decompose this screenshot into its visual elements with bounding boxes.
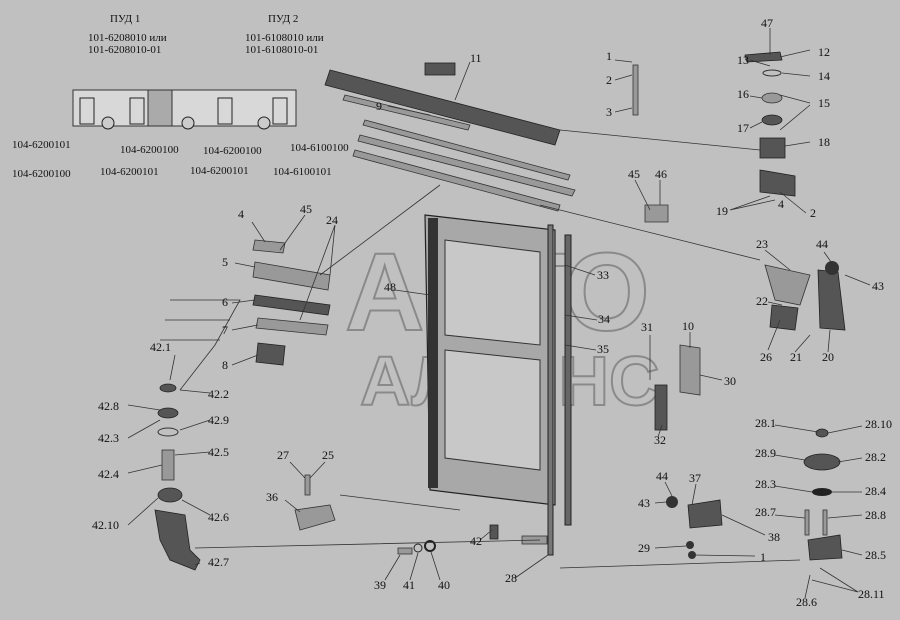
part-label: 28.4 xyxy=(865,484,886,498)
part-label: 6 xyxy=(222,295,228,309)
door-leaf xyxy=(424,214,572,556)
part-label: 1 xyxy=(760,550,766,564)
part-label: 28.7 xyxy=(755,505,776,519)
door-drive-rail xyxy=(324,62,576,212)
leader-lines xyxy=(127,28,871,599)
part-label: 42.10 xyxy=(92,518,119,532)
part-label: 22 xyxy=(756,294,768,308)
part-label: 42.5 xyxy=(208,445,229,459)
part-label: 18 xyxy=(818,135,830,149)
part-label: 24 xyxy=(326,213,338,227)
part-label: 20 xyxy=(822,350,834,364)
part-label: 12 xyxy=(818,45,830,59)
part-label: 7 xyxy=(222,323,228,337)
part-label: 2 xyxy=(810,206,816,220)
part-label: 13 xyxy=(737,53,749,67)
part-label: 40 xyxy=(438,578,450,592)
part-label: 28.9 xyxy=(755,446,776,460)
part-label: 34 xyxy=(598,312,610,326)
part-label: 36 xyxy=(266,490,278,504)
part-label: 41 xyxy=(403,578,415,592)
part-label: 42.7 xyxy=(208,555,229,569)
part-label: 44 xyxy=(816,237,828,251)
part-label: 42.3 xyxy=(98,431,119,445)
door-code: 104-6200101 xyxy=(100,166,159,178)
part-label: 35 xyxy=(597,342,609,356)
part-label: 42.2 xyxy=(208,387,229,401)
part-label: 17 xyxy=(737,121,749,135)
part-label: 43 xyxy=(872,279,884,293)
part-label: 28.1 xyxy=(755,416,776,430)
part-label: 23 xyxy=(756,237,768,251)
part-label: 46 xyxy=(655,167,667,181)
pud1-code-line1: 101-6208010 или xyxy=(88,32,167,44)
part-label: 45 xyxy=(628,167,640,181)
small-parts xyxy=(154,51,846,571)
part-label: 43 xyxy=(638,496,650,510)
part-label: 28.6 xyxy=(796,595,817,609)
part-label: 11 xyxy=(470,51,482,65)
part-label: 42 xyxy=(470,534,482,548)
part-label: 28 xyxy=(505,571,517,585)
part-label: 25 xyxy=(322,448,334,462)
part-label: 42.6 xyxy=(208,510,229,524)
part-label: 10 xyxy=(682,319,694,333)
pud1-title: ПУД 1 xyxy=(110,13,140,25)
part-label: 8 xyxy=(222,358,228,372)
bus-illustration xyxy=(72,89,297,130)
part-label: 3 xyxy=(606,105,612,119)
part-label: 38 xyxy=(768,530,780,544)
part-label: 16 xyxy=(737,87,749,101)
door-code: 104-6200101 xyxy=(190,165,249,177)
part-label: 14 xyxy=(818,69,830,83)
part-label: 28.10 xyxy=(865,417,892,431)
part-label: 28.8 xyxy=(865,508,886,522)
part-label: 39 xyxy=(374,578,386,592)
seal-strips xyxy=(160,239,331,391)
part-label: 21 xyxy=(790,350,802,364)
part-label: 28.3 xyxy=(755,477,776,491)
door-code: 104-6200100 xyxy=(120,144,179,156)
part-label: 37 xyxy=(689,471,701,485)
part-label: 26 xyxy=(760,350,772,364)
door-code: 104-6100100 xyxy=(290,142,349,154)
part-label: 42.4 xyxy=(98,467,119,481)
part-label: 28.5 xyxy=(865,548,886,562)
door-code: 104-6200101 xyxy=(12,139,71,151)
part-label: 42.9 xyxy=(208,413,229,427)
part-label: 4 xyxy=(238,207,244,221)
part-label: 47 xyxy=(761,16,773,30)
door-code: 104-6200100 xyxy=(203,145,262,157)
pud2-title: ПУД 2 xyxy=(268,13,298,25)
part-label: 48 xyxy=(384,280,396,294)
part-label: 30 xyxy=(724,374,736,388)
part-label: 31 xyxy=(641,320,653,334)
part-label: 42.8 xyxy=(98,399,119,413)
part-label: 32 xyxy=(654,433,666,447)
part-label: 19 xyxy=(716,204,728,218)
pud2-code-line1: 101-6108010 или xyxy=(245,32,324,44)
door-code: 104-6200100 xyxy=(12,168,71,180)
part-label: 44 xyxy=(656,469,668,483)
part-label: 28.11 xyxy=(858,587,885,601)
part-labels: 11 1 2 3 9 47 12 13 14 16 15 17 18 45 46… xyxy=(92,16,892,609)
part-label: 5 xyxy=(222,255,228,269)
part-label: 9 xyxy=(376,99,382,113)
part-label: 1 xyxy=(606,49,612,63)
part-label: 33 xyxy=(597,268,609,282)
part-label: 45 xyxy=(300,202,312,216)
part-label: 15 xyxy=(818,96,830,110)
door-code: 104-6100101 xyxy=(273,166,332,178)
part-label: 28.2 xyxy=(865,450,886,464)
pud1-code-line2: 101-6208010-01 xyxy=(88,44,161,56)
part-label: 42.1 xyxy=(150,340,171,354)
part-label: 27 xyxy=(277,448,289,462)
part-label: 2 xyxy=(606,73,612,87)
part-label: 4 xyxy=(778,197,784,211)
part-label: 29 xyxy=(638,541,650,555)
pud2-code-line2: 101-6108010-01 xyxy=(245,44,318,56)
